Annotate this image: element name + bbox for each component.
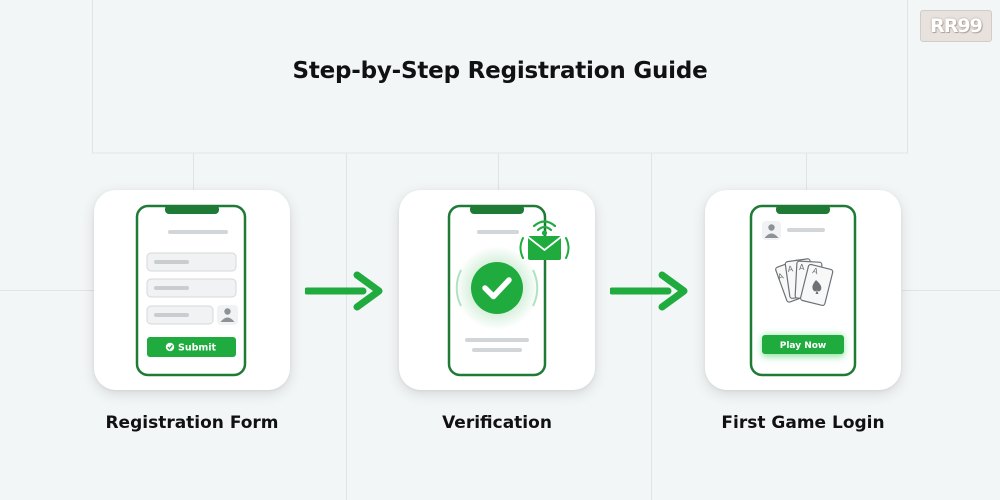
play-now-button-label: Play Now: [780, 341, 827, 351]
phone-notch: [776, 205, 830, 214]
play-now-button: Play Now: [762, 335, 844, 357]
step-label-verification: Verification: [442, 413, 552, 433]
form-field-1: [146, 252, 237, 272]
brand-logo: RR99: [920, 10, 992, 42]
svg-text:A: A: [777, 271, 786, 282]
step-card-verification: [399, 190, 595, 390]
arrow-right-icon: [305, 271, 383, 311]
playing-cards-icon: A A A A: [775, 258, 834, 307]
svg-text:A: A: [787, 264, 794, 274]
arrow-right-icon: [610, 271, 688, 311]
step-card-registration-form: Submit: [94, 190, 290, 390]
phone-verification: [447, 204, 570, 377]
step-card-first-game-login: A A A A Play Now: [705, 190, 901, 390]
step-label-registration-form: Registration Form: [105, 413, 279, 433]
page-title: Step-by-Step Registration Guide: [292, 58, 708, 84]
phone-notch: [165, 205, 219, 214]
svg-text:A: A: [812, 266, 820, 276]
submit-button-label: Submit: [178, 343, 217, 354]
checkmark-icon: [471, 262, 523, 314]
phone-registration-form: Submit: [135, 204, 247, 377]
envelope-icon: [527, 236, 562, 260]
wifi-icon: [532, 220, 557, 236]
phone-notch: [470, 205, 524, 214]
phone-first-game-login: A A A A Play Now: [749, 204, 857, 377]
user-icon: [762, 221, 781, 240]
form-field-2: [146, 278, 237, 298]
user-icon: [217, 305, 238, 325]
step-label-first-game-login: First Game Login: [721, 413, 885, 433]
svg-text:A: A: [799, 263, 805, 272]
submit-button: Submit: [147, 337, 236, 357]
